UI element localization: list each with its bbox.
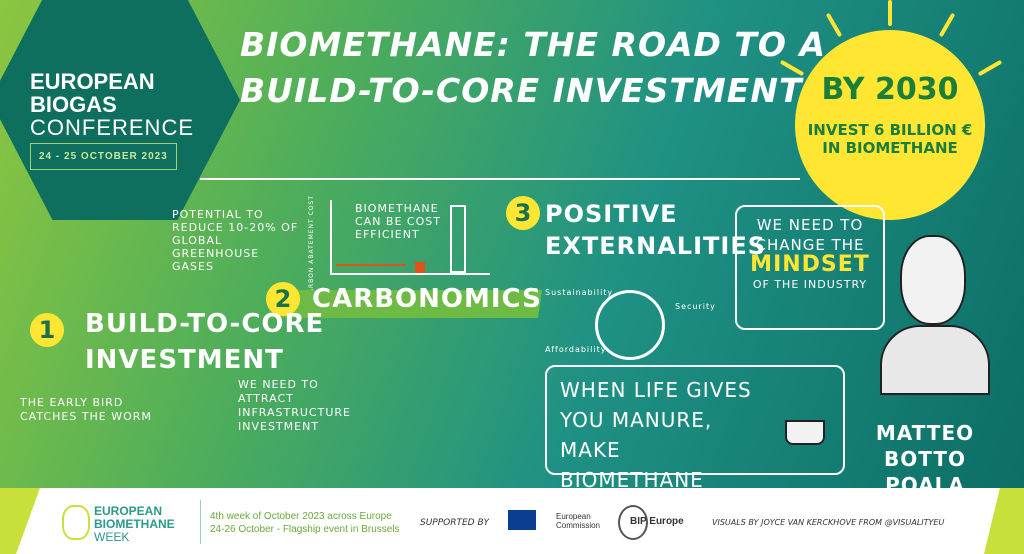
chart-bar xyxy=(336,264,406,266)
speaker-name: Matteo Botto Poala xyxy=(860,420,990,488)
note-security: Security xyxy=(675,302,716,311)
ec-logo-text: European Commission xyxy=(556,512,601,530)
note-sustainability: Sustainability xyxy=(545,288,614,297)
goal-year: By 2030 xyxy=(821,72,959,107)
goal-line2: in Biomethane xyxy=(822,139,958,157)
week-line1: EUROPEAN xyxy=(94,504,163,518)
speaker-portrait xyxy=(880,235,990,395)
chart-y-axis xyxy=(330,200,332,275)
conference-line2: BIOGAS xyxy=(30,92,117,117)
section-1-line1: Build-to-core xyxy=(85,309,325,339)
note-affordability: Affordability xyxy=(545,345,607,354)
note-early-bird: The early bird catches the worm xyxy=(20,396,152,423)
footer-divider xyxy=(200,500,201,544)
sun-ray xyxy=(825,12,843,38)
note-efficient: Biomethane can be cost efficient xyxy=(355,202,441,241)
info-line1: 4th week of October 2023 across Europe xyxy=(210,511,392,522)
title-line2: Build-to-core investment xyxy=(240,71,803,110)
conference-line1: EUROPEAN xyxy=(30,69,155,94)
chart-bar xyxy=(450,205,466,273)
week-line3: WEEK xyxy=(94,530,130,544)
visuals-credit: Visuals by Joyce Van Kerckhove from @Vis… xyxy=(712,518,945,527)
section-3-line1: Positive xyxy=(545,200,678,228)
sun-ray xyxy=(888,0,892,26)
mindset-bubble xyxy=(735,205,885,330)
note-reduce: Potential to reduce 10-20% of global gre… xyxy=(172,208,299,273)
section-1-label: Build-to-core investment xyxy=(85,306,324,378)
manure-quote: When life gives you manure, make biometh… xyxy=(560,378,752,488)
divider-line xyxy=(200,178,800,180)
biomethane-week-logo: EUROPEAN BIOMETHANE WEEK xyxy=(94,505,175,544)
conference-dates: 24 - 25 OCTOBER 2023 xyxy=(30,143,177,170)
mindset-pre: We need to change the xyxy=(755,216,865,254)
sun-ray xyxy=(938,12,956,38)
hexagon-logo-icon xyxy=(62,505,90,540)
section-2-number: 2 xyxy=(266,282,300,316)
speaker-last: Botto Poala xyxy=(884,447,966,488)
section-1-line2: investment xyxy=(85,345,284,375)
bowl-icon xyxy=(785,420,825,445)
goal-line1: Invest 6 Billion € xyxy=(807,121,973,139)
section-3-line2: Externalities xyxy=(545,232,767,260)
section-1-number: 1 xyxy=(30,313,64,347)
conference-line3: CONFERENCE xyxy=(30,115,195,140)
chart-axis-label: Carbon abatement cost xyxy=(308,195,315,299)
chart-x-axis xyxy=(330,273,490,275)
illustration: EUROPEAN BIOGAS CONFERENCE 24 - 25 OCTOB… xyxy=(0,0,1024,488)
goal-sun: By 2030 Invest 6 Billion € in Biomethane xyxy=(795,30,985,220)
bip-logo-icon xyxy=(618,505,648,540)
mindset-word: Mindset xyxy=(750,252,870,277)
manure-bubble xyxy=(545,365,845,475)
page-title: Biomethane: the road to a Build-to-core … xyxy=(240,22,826,114)
info-line2: 24-26 October - Flagship event in Brusse… xyxy=(210,524,400,535)
week-line2: BIOMETHANE xyxy=(94,517,175,531)
chart-bar-biomethane xyxy=(415,262,425,273)
speaker-first: Matteo xyxy=(875,421,975,445)
mindset-post: of the industry xyxy=(752,278,868,291)
event-info: 4th week of October 2023 across Europe 2… xyxy=(210,510,400,536)
eu-flag-icon xyxy=(508,510,536,530)
mindset-quote: We need to change the Mindset of the ind… xyxy=(745,215,875,295)
note-attract: We need to attract infrastructure invest… xyxy=(238,378,351,433)
cycle-diagram xyxy=(595,290,665,360)
supported-by-label: Supported by xyxy=(420,518,489,528)
conference-logo: EUROPEAN BIOGAS CONFERENCE 24 - 25 OCTOB… xyxy=(30,70,194,170)
section-3-label: Positive Externalities xyxy=(545,198,766,262)
section-2-label: Carbonomics xyxy=(312,284,542,314)
section-3-number: 3 xyxy=(506,196,540,230)
title-line1: Biomethane: the road to a xyxy=(240,25,827,64)
bip-logo-text: BIP Europe xyxy=(630,516,684,527)
